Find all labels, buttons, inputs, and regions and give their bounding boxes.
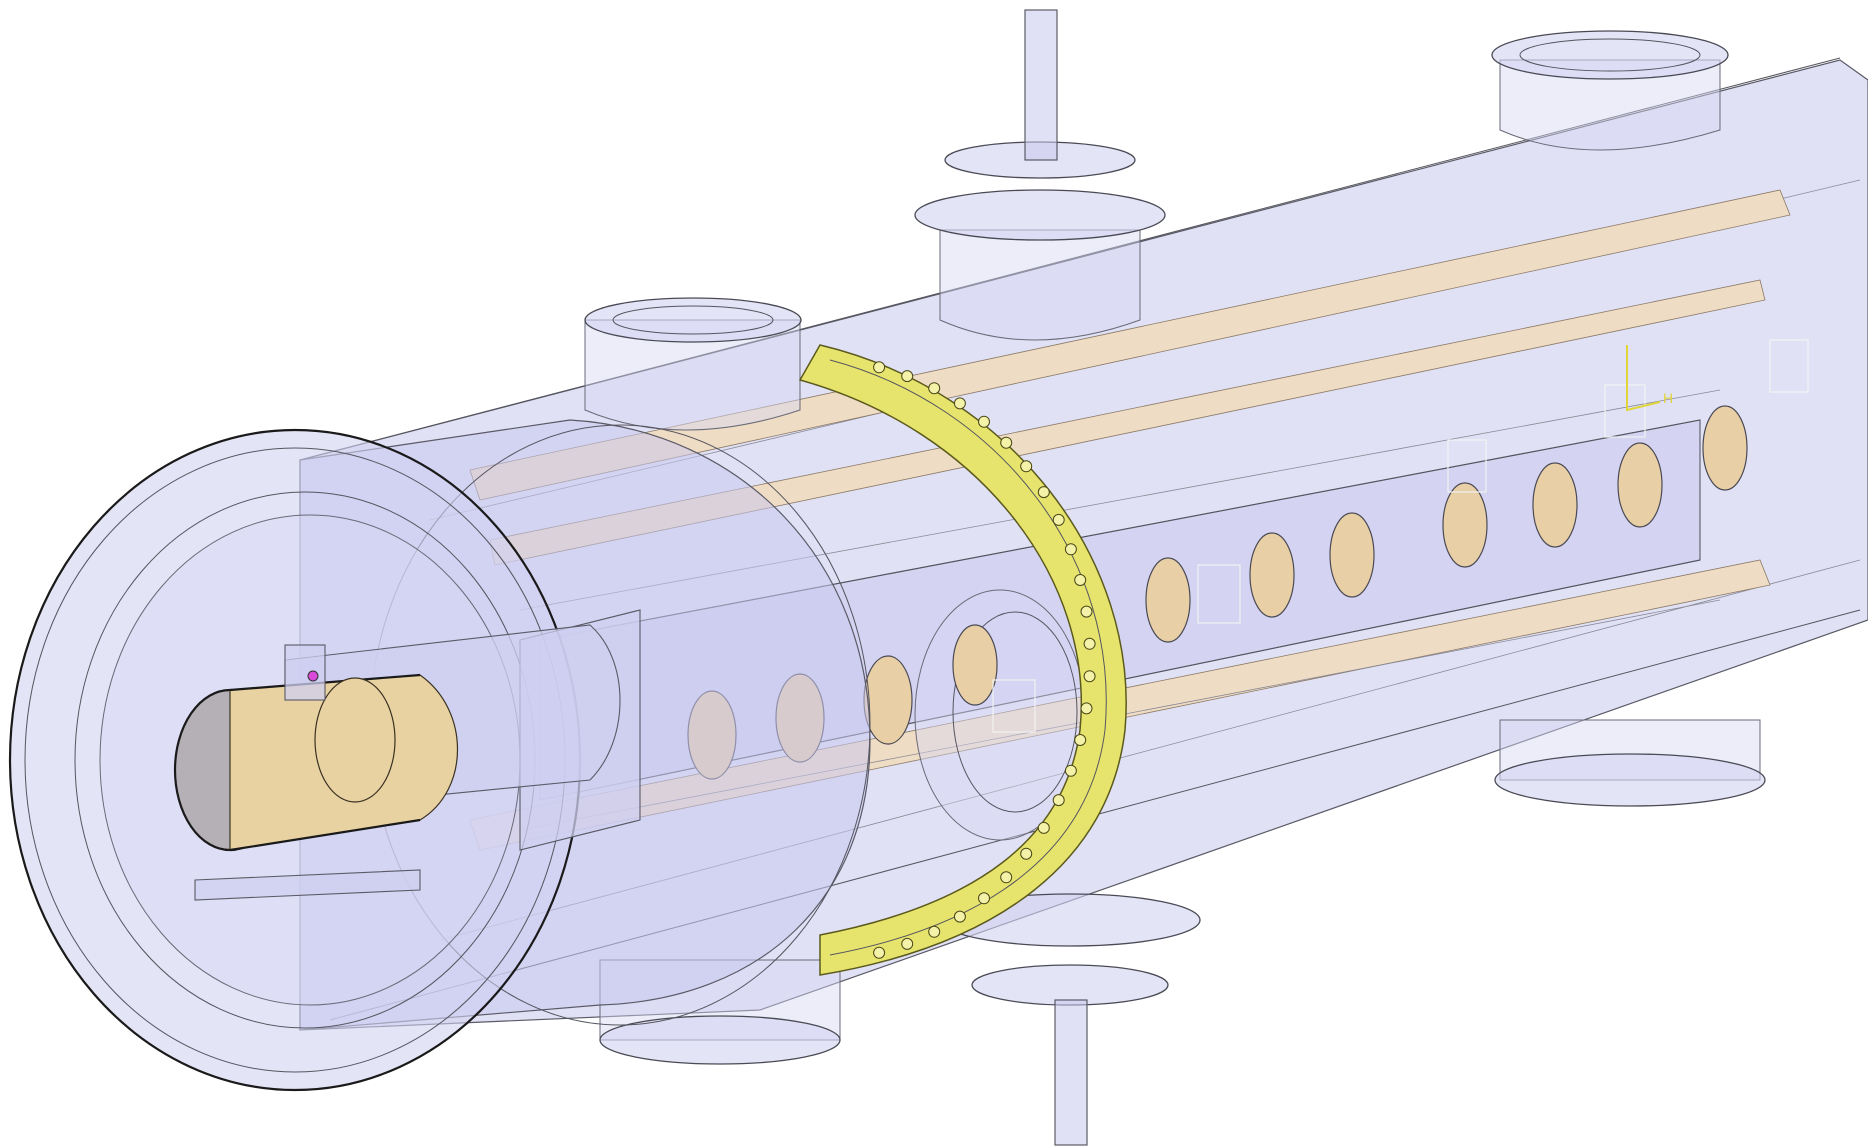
bottom-port-right <box>1494 719 1766 807</box>
ring-bolt-hole <box>978 415 990 428</box>
inner-beam-tube <box>173 624 621 852</box>
ring-bolt-hole <box>901 370 914 383</box>
ring-bolt-hole <box>1083 637 1096 650</box>
ring-bolt-hole <box>1037 821 1050 834</box>
ring-bolt-hole <box>1052 794 1065 807</box>
ring-bolt-hole <box>1037 486 1050 499</box>
axis-indicator: H <box>1626 345 1673 412</box>
ring-bolt-hole <box>1064 543 1077 556</box>
ring-bolt-hole <box>1074 574 1087 586</box>
ring-bolt-hole <box>1080 702 1093 715</box>
bolted-ring <box>798 344 1127 976</box>
ring-bolt-hole <box>928 925 941 938</box>
ring-bolt-hole <box>1083 670 1096 683</box>
top-port-right <box>1491 30 1729 151</box>
ring-bolt-hole <box>953 397 966 410</box>
ring-bolt-hole <box>1020 460 1033 473</box>
ring-bolt-hole <box>953 910 966 923</box>
top-port-center <box>914 9 1166 341</box>
ring-bolt-hole <box>1052 513 1065 526</box>
ring-bolt-hole <box>928 382 941 395</box>
ring-bolt-hole <box>1064 764 1077 777</box>
ring-bolt-hole <box>1000 871 1013 884</box>
ring-bolt-hole <box>873 946 886 959</box>
ring-bolt-hole <box>1000 436 1013 449</box>
axis-label: H <box>1663 390 1673 406</box>
ring-bolt-hole <box>1080 605 1093 618</box>
ring-bolt-hole <box>873 361 886 374</box>
reference-markers <box>992 339 1809 733</box>
ring-bolt-hole <box>1074 734 1087 746</box>
ring-bolt-hole <box>901 937 914 950</box>
bottom-port-center <box>939 893 1201 1146</box>
ring-bolt-holes <box>873 361 1096 959</box>
ring-bolt-hole <box>978 892 990 905</box>
ring-bolt-hole <box>1020 847 1033 860</box>
top-port-left <box>584 297 802 431</box>
